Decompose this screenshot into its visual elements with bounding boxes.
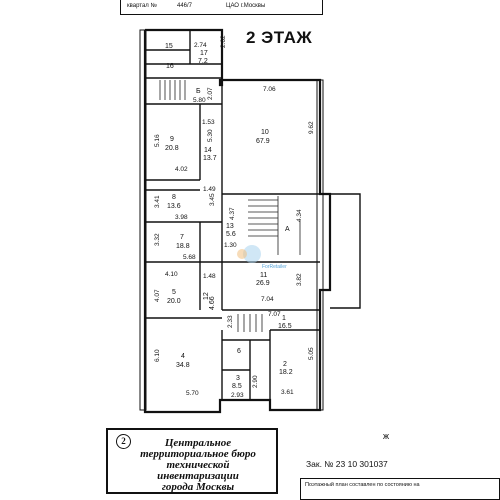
room-label: 16 [166, 63, 174, 70]
dimension-label: 3.61 [281, 389, 294, 396]
room-label: 6 [237, 348, 241, 355]
order-number: Зак. № 23 10 301037 [306, 459, 388, 469]
dimension-label: 3.82 [296, 273, 303, 286]
outer-walls [139, 28, 361, 414]
dimension-label: 5.05 [308, 347, 315, 360]
stair-1 [237, 314, 263, 332]
room-label: 5 [172, 289, 176, 296]
room-area: 16.5 [278, 323, 292, 330]
dimension-label: 9.62 [308, 121, 315, 134]
dimension-label: 2.93 [231, 392, 244, 399]
stair-b [159, 80, 186, 100]
room-area: 26.9 [256, 280, 270, 287]
dimension-label: 5.80 [193, 97, 206, 104]
dimension-label: 5.70 [186, 390, 199, 397]
dimension-label: 7.07 [268, 311, 281, 318]
room-area: 7.2 [198, 58, 208, 65]
block-label: квартал № [127, 3, 157, 9]
dimension-label: 3.98 [175, 214, 188, 221]
stair-a [248, 196, 301, 255]
room-label: 3 [236, 375, 240, 382]
watermark-logo: ForRetailer [237, 245, 287, 270]
room-label: 7 [180, 234, 184, 241]
room-area: 18.8 [176, 243, 190, 250]
dimension-label: 1.53 [202, 119, 215, 126]
dimension-label: 2.74 [194, 42, 207, 49]
room-labels: 15 17 7.2 16 Б 9 20.8 14 13.7 10 67.9 8 … [165, 43, 293, 390]
room-label: 8 [172, 194, 176, 201]
stamp-line: технической инвентаризации [157, 459, 239, 482]
dimension-label: 4.37 [229, 207, 236, 220]
dimension-label: 2.33 [227, 315, 234, 328]
footnote: Поэтажный план составлен по состоянию на [300, 478, 500, 500]
dimension-label: 4.10 [165, 271, 178, 278]
dimension-label: 4.02 [175, 166, 188, 173]
dimension-label: 7.04 [261, 296, 274, 303]
room-label: 4 [181, 353, 185, 360]
dimension-label: 1.48 [203, 273, 216, 280]
header-box: квартал № 446/7 ЦАО г.Москвы [120, 0, 323, 15]
seal-number: 2 [116, 434, 131, 449]
room-label: Б [196, 88, 201, 95]
room-label: 2 [283, 361, 287, 368]
room-area: 34.8 [176, 362, 190, 369]
dimension-label: 1.49 [203, 186, 216, 193]
room-label: 11 [260, 272, 267, 279]
dimension-label: 3.45 [209, 193, 216, 206]
room-label: 10 [261, 129, 269, 136]
dimension-label: 6.10 [154, 349, 161, 362]
block-value: 446/7 [177, 3, 193, 9]
dimension-label: 4.07 [154, 289, 161, 302]
dimension-label: 2.07 [207, 87, 214, 100]
room-label: 12 [203, 292, 210, 300]
floor-title: 2 ЭТАЖ [246, 28, 313, 47]
watermark-text: ForRetailer [262, 264, 287, 270]
dimension-label: 2.90 [252, 375, 259, 388]
room-area: 13.6 [167, 203, 181, 210]
dimension-label: 5.68 [183, 254, 196, 261]
stamp-line: города Москвы [161, 481, 235, 493]
interior-walls [145, 30, 320, 410]
stamp-line: Центральное [164, 437, 232, 449]
room-label: 15 [165, 43, 173, 50]
dimension-label: 5.16 [154, 134, 161, 147]
room-area: 67.9 [256, 138, 270, 145]
room-area: 20.8 [165, 145, 179, 152]
dimension-label: 3.41 [154, 195, 161, 208]
room-area: 4.66 [209, 296, 216, 310]
dimension-label: 3.32 [154, 233, 161, 246]
room-label: 1 [282, 315, 286, 322]
dimension-label: 5.30 [207, 129, 214, 142]
dimension-labels: 2.74 2.62 2.07 5.80 7.06 1.53 5.30 9.62 … [154, 35, 315, 399]
stamp-line: территориальное бюро [140, 448, 256, 460]
handwritten-mark: ж [383, 431, 390, 441]
district: ЦАО г.Москвы [226, 3, 266, 9]
bti-stamp: 2 Центральное территориальное бюро техни… [106, 428, 278, 494]
room-label: 9 [170, 136, 174, 143]
room-area: 5.6 [226, 231, 236, 238]
room-area: 13.7 [203, 155, 217, 162]
dimension-label: 2.62 [220, 35, 227, 48]
room-area: 18.2 [279, 369, 293, 376]
room-label: 14 [204, 147, 212, 154]
room-label: 13 [226, 223, 234, 230]
dimension-label: 7.06 [263, 86, 276, 93]
room-area: 20.0 [167, 298, 181, 305]
room-label: 17 [200, 50, 208, 57]
room-area: 8.5 [232, 383, 242, 390]
dimension-label: 1.30 [224, 242, 237, 249]
room-label: А [285, 226, 290, 233]
dimension-label: 4.34 [296, 209, 303, 222]
